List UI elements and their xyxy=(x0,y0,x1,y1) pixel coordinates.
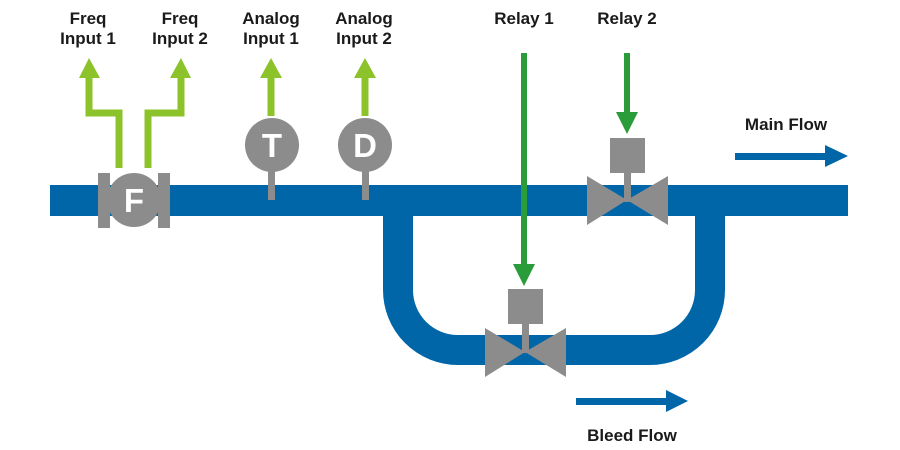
label-line: Input 2 xyxy=(152,29,208,48)
relay-1-valve[interactable] xyxy=(485,289,566,377)
temperature-glyph: T xyxy=(262,127,282,164)
flow-meter-glyph: F xyxy=(124,182,144,219)
arrow-up-icon xyxy=(354,58,376,78)
density-glyph: D xyxy=(353,127,377,164)
arrow-down-icon xyxy=(616,112,638,134)
label-relay-1: Relay 1 xyxy=(494,9,554,28)
arrow-up-icon xyxy=(260,58,282,78)
bleed-flow-arrow-icon xyxy=(576,390,688,412)
label-analog-input-1: Analog Input 1 xyxy=(231,9,311,49)
label-line: Input 1 xyxy=(243,29,299,48)
freq-input-2-signal xyxy=(144,74,185,168)
arrow-down-icon xyxy=(513,264,535,286)
main-flow-arrow-icon xyxy=(735,145,848,167)
label-line: Analog xyxy=(242,9,300,28)
density-sensor[interactable]: D xyxy=(338,118,392,200)
flow-meter[interactable]: F xyxy=(98,173,170,228)
arrow-up-icon xyxy=(170,58,191,78)
label-freq-input-2: Freq Input 2 xyxy=(140,9,220,49)
temperature-sensor[interactable]: T xyxy=(245,118,299,200)
label-bleed-flow: Bleed Flow xyxy=(587,426,677,445)
label-analog-input-2: Analog Input 2 xyxy=(324,9,404,49)
label-line: Freq xyxy=(69,9,107,28)
main-pipe xyxy=(50,185,848,216)
relay-2-valve[interactable] xyxy=(587,138,668,225)
bleed-pipe xyxy=(383,200,725,365)
label-relay-2: Relay 2 xyxy=(597,9,657,28)
label-line: Input 2 xyxy=(336,29,392,48)
freq-input-1-signal xyxy=(85,74,123,168)
label-line: Analog xyxy=(335,9,393,28)
label-main-flow: Main Flow xyxy=(744,115,828,134)
label-line: Freq xyxy=(161,9,199,28)
label-line: Input 1 xyxy=(60,29,116,48)
label-freq-input-1: Freq Input 1 xyxy=(48,9,128,49)
arrow-up-icon xyxy=(79,58,100,78)
